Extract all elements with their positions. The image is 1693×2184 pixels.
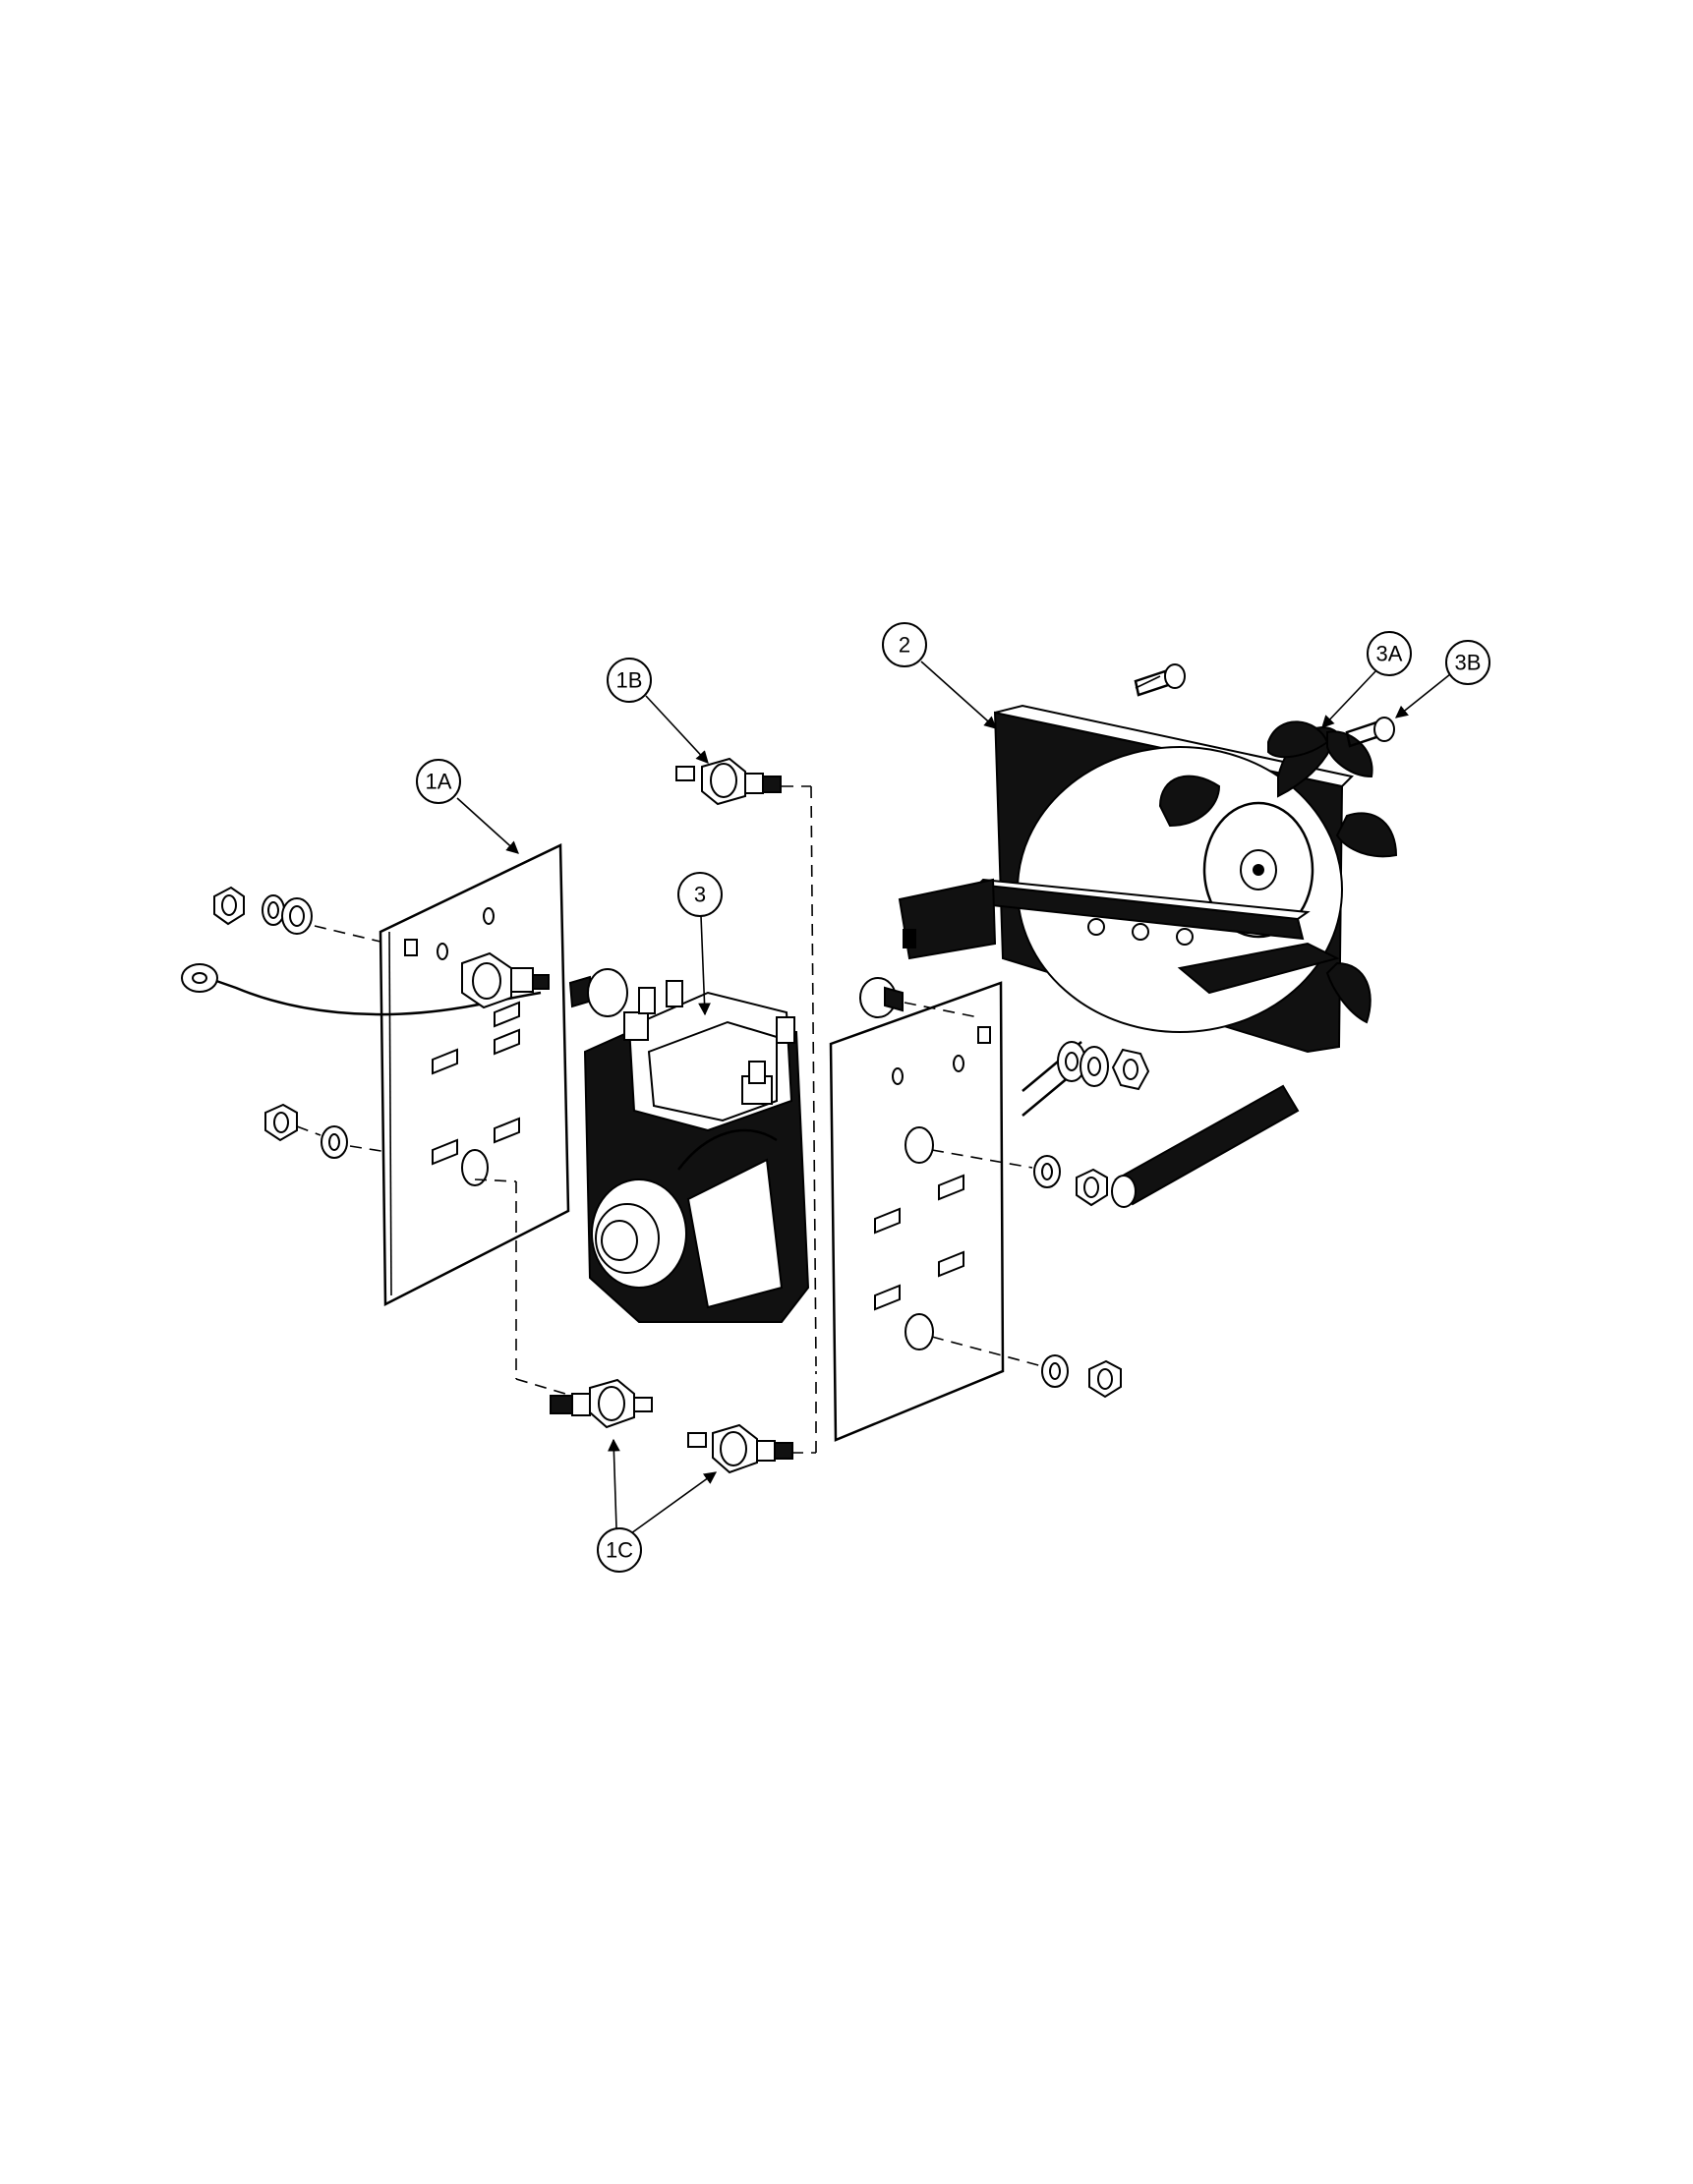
callout-2-label: 2 bbox=[899, 633, 910, 658]
callout-3: 3 bbox=[677, 872, 723, 917]
fan-washers bbox=[1057, 1041, 1150, 1091]
right-plate-upper-hardware bbox=[931, 1149, 1108, 1207]
callout-1b-label: 1B bbox=[616, 668, 643, 693]
screw-top-center bbox=[1134, 663, 1186, 697]
rectifier-left-plate bbox=[461, 951, 550, 1009]
mid-bolt bbox=[568, 968, 628, 1017]
right-plate-lower-hardware bbox=[931, 1336, 1122, 1399]
leader-lines bbox=[456, 661, 1456, 1534]
right-plate-top-bolt bbox=[859, 977, 979, 1018]
screw-3b bbox=[1345, 717, 1395, 748]
callout-3b: 3B bbox=[1445, 640, 1490, 685]
callout-1a-label: 1A bbox=[426, 770, 452, 794]
callout-3b-label: 3B bbox=[1455, 651, 1482, 675]
rectifier-1b bbox=[675, 757, 817, 1367]
transformer bbox=[583, 980, 810, 1323]
callout-3-label: 3 bbox=[694, 883, 706, 907]
callout-3a: 3A bbox=[1367, 631, 1412, 676]
left-nut-washer-stack bbox=[213, 886, 381, 943]
right-mounting-plate bbox=[829, 981, 1005, 1442]
fan-shroud bbox=[898, 704, 1398, 1054]
spacer-rod bbox=[1022, 1041, 1300, 1208]
left-mounting-plate bbox=[379, 843, 570, 1307]
callout-1b: 1B bbox=[607, 658, 652, 703]
callout-1c: 1C bbox=[597, 1527, 642, 1573]
callout-3a-label: 3A bbox=[1376, 642, 1403, 666]
callout-1c-label: 1C bbox=[606, 1538, 633, 1563]
left-lower-nut-washer bbox=[264, 1103, 388, 1159]
callout-2: 2 bbox=[882, 622, 927, 667]
callout-1a: 1A bbox=[416, 759, 461, 804]
rectifier-1c-lower-left bbox=[474, 1178, 653, 1429]
rectifier-1c-lower-right bbox=[687, 1371, 817, 1474]
